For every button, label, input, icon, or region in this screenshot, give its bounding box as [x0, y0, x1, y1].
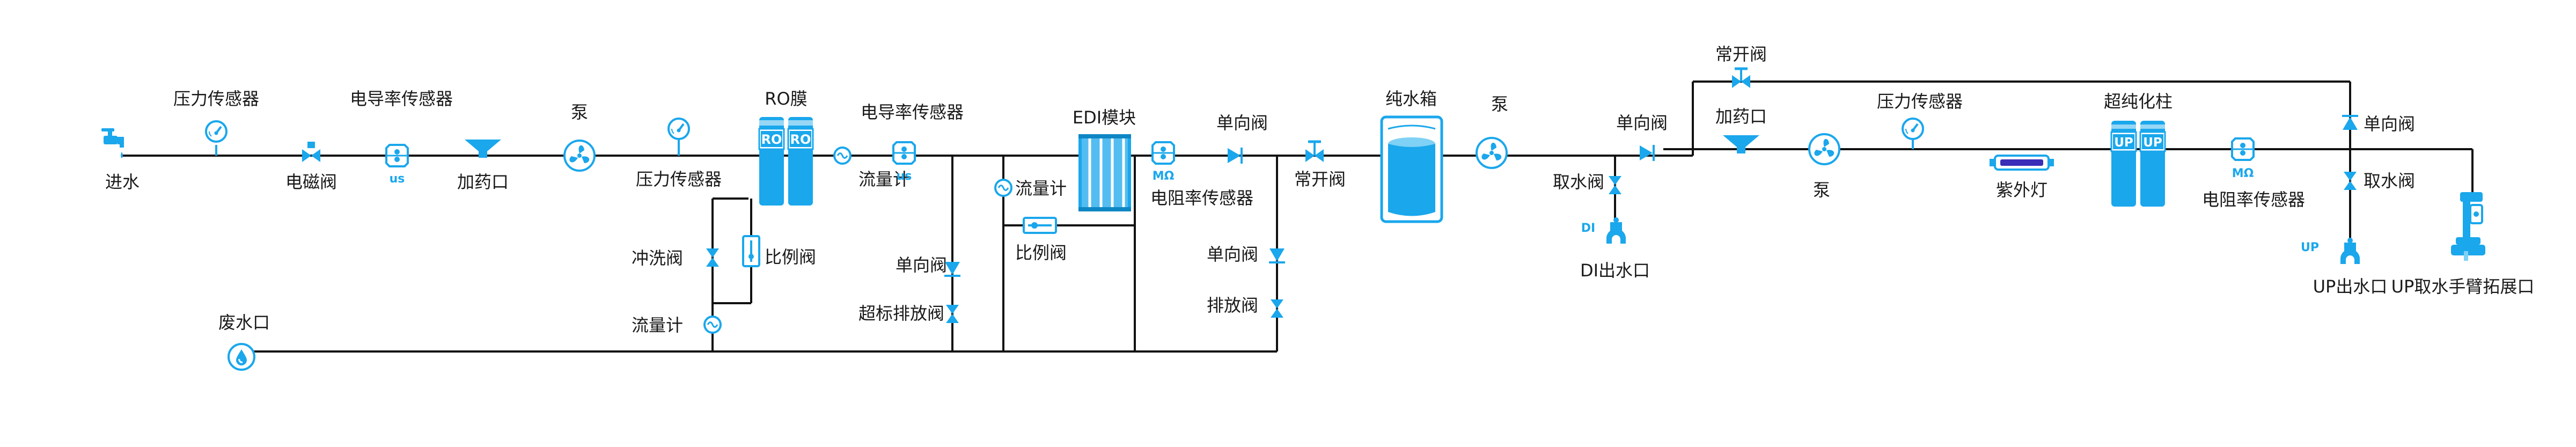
- di-outlet-icon: [1606, 217, 1626, 244]
- dosing-port-1-label: 加药口: [457, 172, 509, 192]
- conductivity-unit-1: us: [390, 172, 405, 186]
- pure-water-tank-icon: [1380, 115, 1443, 223]
- ro-membrane-icon: RO RO: [758, 117, 814, 206]
- pressure-sensor-2-label: 压力传感器: [636, 169, 722, 189]
- uv-lamp-icon: [1990, 155, 2054, 171]
- pressure-gauge-3-icon: [1902, 118, 1924, 140]
- proportional-valve-2-icon: [1023, 217, 1057, 234]
- di-tag: DI: [1581, 222, 1595, 235]
- pump-2-label: 泵: [1491, 94, 1508, 114]
- proportional-valve-1-icon: [742, 235, 760, 267]
- flow-meter-1-label: 流量计: [858, 169, 910, 189]
- dispense-valve-2-icon: [2344, 172, 2357, 190]
- di-outlet-label: DI出水口: [1580, 260, 1650, 281]
- flush-valve-icon: [706, 248, 719, 267]
- normally-open-valve-1-label: 常开阀: [1294, 169, 1346, 189]
- waste-outlet-label: 废水口: [218, 312, 270, 333]
- up-outlet-label: UP出水口: [2313, 276, 2388, 297]
- pure-water-tank-label: 纯水箱: [1385, 89, 1437, 109]
- normally-open-valve-2-icon: [1732, 67, 1750, 88]
- flow-meter-2-label: 流量计: [632, 315, 683, 335]
- ro-membrane-label: RO膜: [765, 89, 807, 109]
- solenoid-actuator-icon: [307, 142, 315, 148]
- ro-text-a: RO: [761, 132, 782, 147]
- conductivity-unit-2: us: [897, 170, 912, 183]
- pressure-sensor-1-label: 压力传感器: [173, 89, 259, 109]
- normally-open-valve-1-icon: [1305, 140, 1324, 162]
- inlet-faucet-icon: [101, 128, 124, 158]
- ro-text-b: RO: [790, 132, 811, 147]
- drain-valve-label: 排放阀: [1207, 295, 1258, 316]
- pump-1-icon: [563, 140, 596, 172]
- solenoid-valve-icon: [302, 149, 320, 162]
- flow-meter-2-icon: [703, 316, 722, 334]
- pressure-sensor-3-label: 压力传感器: [1877, 91, 1963, 112]
- waste-outlet-icon: [227, 343, 255, 371]
- resistivity-sensor-2-icon: [2231, 137, 2255, 161]
- drain-valve-icon: [1271, 299, 1283, 318]
- dispense-valve-1-icon: [1609, 176, 1621, 194]
- pressure-gauge-2-icon: [667, 118, 690, 140]
- over-limit-drain-valve-label: 超标排放阀: [858, 303, 944, 324]
- normally-open-valve-2-label: 常开阀: [1715, 44, 1767, 64]
- pump-2-icon: [1476, 137, 1508, 169]
- up-tag: UP: [2301, 241, 2319, 254]
- check-valve-5-icon: [2341, 115, 2359, 131]
- edi-module-label: EDI模块: [1073, 107, 1136, 128]
- flush-valve-label: 冲洗阀: [632, 248, 683, 268]
- check-valve-2-icon: [1227, 146, 1243, 165]
- conductivity-sensor-1-icon: [385, 144, 409, 167]
- pump-1-label: 泵: [571, 102, 588, 122]
- flow-meter-3-label: 流量计: [1015, 178, 1067, 199]
- check-valve-1-label: 单向阀: [896, 255, 947, 275]
- dispense-valve-1-label: 取水阀: [1553, 172, 1604, 192]
- ultrapure-column-icon: UP UP: [2110, 121, 2166, 207]
- pump-3-icon: [1808, 133, 1840, 165]
- up-arm-icon: [2451, 192, 2485, 261]
- check-valve-3-icon: [1268, 247, 1286, 263]
- edi-module-icon: [1078, 134, 1131, 211]
- up-outlet-icon: [2340, 238, 2360, 264]
- solenoid-valve-label: 电磁阀: [285, 172, 337, 192]
- resistivity-unit-2: MΩ: [2232, 167, 2254, 180]
- dispense-valve-2-label: 取水阀: [2364, 171, 2415, 191]
- check-valve-4-label: 单向阀: [1616, 113, 1668, 133]
- flow-meter-3-icon: [994, 179, 1012, 197]
- ultrapure-column-label: 超纯化柱: [2104, 91, 2173, 112]
- conductivity-sensor-2-label: 电导率传感器: [861, 102, 964, 122]
- dosing-port-2-icon: [1723, 135, 1759, 153]
- up-text-b: UP: [2143, 136, 2162, 150]
- over-limit-drain-valve-icon: [946, 305, 959, 323]
- check-valve-2-label: 单向阀: [1216, 113, 1268, 133]
- conductivity-sensor-1-label: 电导率传感器: [350, 89, 453, 109]
- up-arm-port-label: UP取水手臂拓展口: [2391, 276, 2535, 297]
- resistivity-sensor-1-icon: [1151, 141, 1175, 165]
- pipe-network: [122, 80, 2474, 353]
- pressure-gauge-1-icon: [205, 120, 227, 143]
- flow-meter-1-icon: [833, 146, 852, 165]
- conductivity-sensor-2-icon: [892, 141, 916, 165]
- up-text-a: UP: [2114, 136, 2133, 150]
- check-valve-3-label: 单向阀: [1207, 244, 1258, 265]
- resistivity-sensor-1-label: 电阻率传感器: [1150, 188, 1253, 208]
- resistivity-unit-1: MΩ: [1153, 170, 1175, 183]
- dosing-port-2-label: 加药口: [1715, 106, 1767, 127]
- check-valve-4-icon: [1639, 144, 1655, 162]
- proportional-valve-1-label: 比例阀: [765, 247, 816, 267]
- inlet-label: 进水: [105, 172, 140, 192]
- check-valve-5-label: 单向阀: [2364, 114, 2415, 134]
- pump-3-label: 泵: [1813, 180, 1830, 200]
- resistivity-sensor-2-label: 电阻率传感器: [2202, 189, 2305, 210]
- uv-lamp-label: 紫外灯: [1996, 180, 2047, 200]
- proportional-valve-2-label: 比例阀: [1015, 243, 1067, 263]
